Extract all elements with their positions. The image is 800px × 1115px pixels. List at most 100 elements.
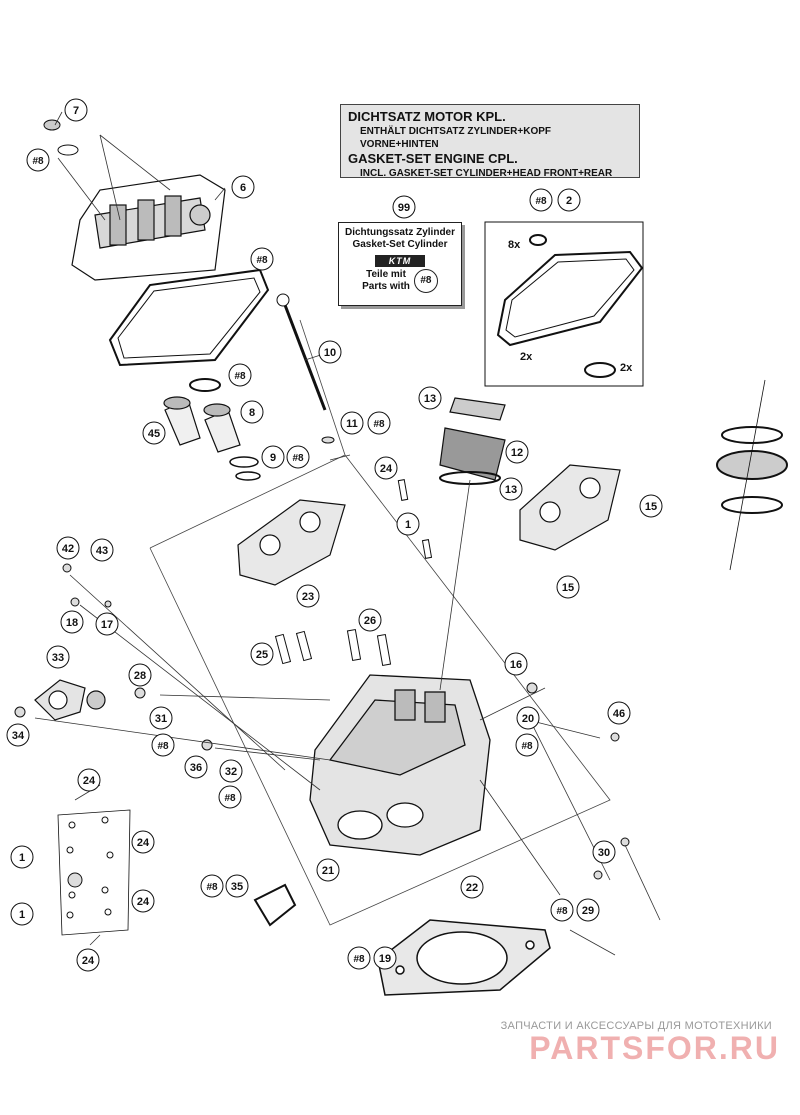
svg-text:#8: #8: [353, 954, 365, 965]
svg-text:22: 22: [466, 882, 478, 894]
svg-text:16: 16: [510, 659, 522, 671]
gasket-set-cylinder-card: Dichtungssatz Zylinder Gasket-Set Cylind…: [338, 222, 462, 306]
svg-text:33: 33: [52, 652, 64, 664]
svg-text:#8: #8: [32, 156, 44, 167]
svg-text:15: 15: [562, 582, 574, 594]
callout-15: 15: [556, 575, 580, 599]
info-line-3: GASKET-SET ENGINE CPL.: [348, 151, 518, 166]
callout-8: 8: [240, 400, 264, 424]
svg-text:1: 1: [19, 909, 25, 921]
card-line-2: Gasket-Set Cylinder: [352, 239, 448, 250]
camshaft-carrier-left-part: [237, 499, 346, 586]
info-line-2: ENTHÄLT DICHTSATZ ZYLINDER+KOPF VORNE+HI…: [360, 126, 552, 150]
svg-text:24: 24: [380, 463, 393, 475]
callout-8-ref: #8: [367, 411, 391, 435]
svg-text:18: 18: [66, 617, 78, 629]
callout-30: 30: [592, 840, 616, 864]
callout-34: 34: [6, 723, 30, 747]
callout-24: 24: [76, 948, 100, 972]
callout-21: 21: [316, 858, 340, 882]
callout-8-ref: #8: [529, 188, 553, 212]
callout-16: 16: [504, 652, 528, 676]
svg-text:24: 24: [83, 775, 96, 787]
callout-8-ref: #8: [151, 733, 175, 757]
svg-text:46: 46: [613, 708, 625, 720]
svg-text:13: 13: [424, 393, 436, 405]
svg-text:36: 36: [190, 762, 202, 774]
callout-11: 11: [340, 411, 364, 435]
svg-text:#8: #8: [224, 793, 236, 804]
card-ref-row: Teile mit Parts with #8: [339, 269, 461, 293]
svg-text:12: 12: [511, 447, 523, 459]
callout-13: 13: [418, 386, 442, 410]
hose-clamps-part: [716, 379, 788, 571]
callout-18: 18: [60, 610, 84, 634]
svg-text:15: 15: [645, 501, 657, 513]
svg-text:43: 43: [96, 545, 108, 557]
callout-31: 31: [149, 706, 173, 730]
quantity-label: 2x: [620, 362, 633, 374]
card-line-1: Dichtungssatz Zylinder: [344, 227, 455, 238]
callout-42: 42: [56, 536, 80, 560]
svg-text:#8: #8: [256, 255, 268, 266]
callout-8-ref: #8: [250, 247, 274, 271]
svg-text:28: 28: [134, 670, 146, 682]
svg-text:24: 24: [137, 896, 150, 908]
thermostat-housing-part: [34, 679, 106, 721]
callout-35: 35: [225, 874, 249, 898]
callout-19: 19: [373, 946, 397, 970]
callout-22: 22: [460, 875, 484, 899]
svg-text:#8: #8: [234, 371, 246, 382]
svg-text:35: 35: [231, 881, 243, 893]
callout-32: 32: [219, 759, 243, 783]
svg-text:#8: #8: [373, 419, 385, 430]
callout-7: 7: [64, 98, 88, 122]
callout-15: 15: [639, 494, 663, 518]
svg-text:13: 13: [505, 484, 517, 496]
svg-text:24: 24: [137, 837, 150, 849]
callout-23: 23: [296, 584, 320, 608]
svg-text:1: 1: [19, 852, 25, 864]
quantity-label: 2x: [520, 351, 533, 363]
svg-text:20: 20: [522, 713, 534, 725]
callout-28: 28: [128, 663, 152, 687]
callout-24: 24: [131, 889, 155, 913]
callout-26: 26: [358, 608, 382, 632]
gasket-set-parts: [496, 234, 644, 378]
svg-text:17: 17: [101, 619, 113, 631]
svg-text:#8: #8: [556, 906, 568, 917]
svg-text:34: 34: [12, 730, 25, 742]
svg-text:#8: #8: [535, 196, 547, 207]
svg-text:31: 31: [155, 713, 167, 725]
card-ref-badge: #8: [413, 269, 438, 293]
callout-24: 24: [374, 456, 398, 480]
svg-text:7: 7: [73, 105, 79, 117]
cylinder-head-part: [309, 674, 491, 856]
small-bolts-part: [14, 563, 630, 880]
svg-text:32: 32: [225, 766, 237, 778]
callout-24: 24: [77, 768, 101, 792]
svg-text:30: 30: [598, 847, 610, 859]
callout-8-ref: #8: [200, 874, 224, 898]
gasket-set-engine-info-box: DICHTSATZ MOTOR KPL. ENTHÄLT DICHTSATZ Z…: [340, 104, 640, 179]
valve-cover-part: [71, 174, 226, 281]
svg-text:29: 29: [582, 905, 594, 917]
svg-text:45: 45: [148, 428, 160, 440]
svg-text:25: 25: [256, 649, 268, 661]
valve-cover-gasket-part: [108, 268, 270, 367]
svg-text:#8: #8: [292, 453, 304, 464]
callout-8-ref: #8: [515, 733, 539, 757]
callout-25: 25: [250, 642, 274, 666]
leader-lines: [34, 111, 661, 956]
dowels-part: [274, 479, 433, 667]
watermark-tagline: ЗАПЧАСТИ И АКСЕССУАРЫ ДЛЯ МОТОТЕХНИКИ: [500, 1020, 772, 1032]
callout-46: 46: [607, 701, 631, 725]
callout-20: 20: [516, 706, 540, 730]
card-line-4: Parts with: [362, 281, 410, 292]
svg-text:9: 9: [270, 452, 276, 464]
svg-text:1: 1: [405, 519, 411, 531]
callout-45: 45: [142, 421, 166, 445]
callout-6: 6: [231, 175, 255, 199]
callout-8-ref: #8: [550, 898, 574, 922]
